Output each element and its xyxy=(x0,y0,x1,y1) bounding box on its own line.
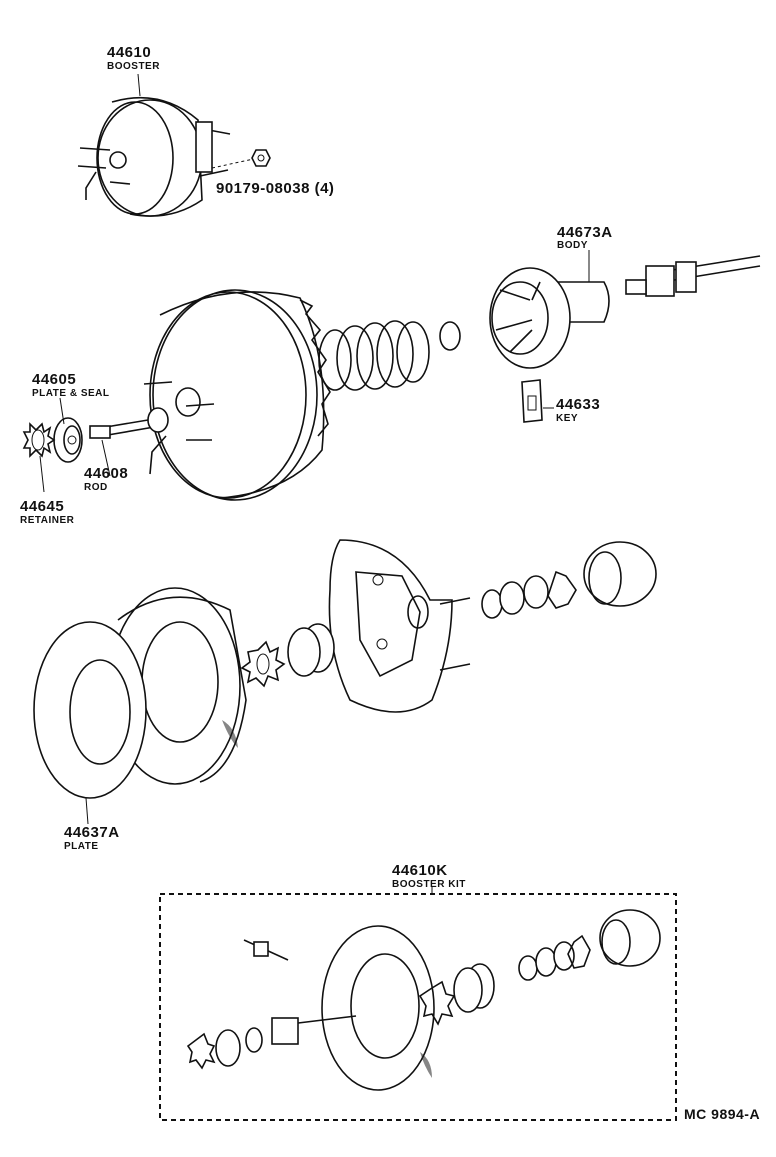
valve-plunger-part xyxy=(625,255,761,297)
rod-part-number: 44608 xyxy=(84,465,129,482)
body-part-name: BODY xyxy=(557,240,588,251)
retainer-seal-middle xyxy=(240,623,335,688)
booster-kit-part-number: 44610K xyxy=(392,862,448,879)
leader-lines xyxy=(39,73,590,894)
plate-seal-part-number: 44605 xyxy=(32,371,77,388)
booster-kit-frame xyxy=(159,893,677,1121)
rod-part xyxy=(89,407,169,439)
rod-part-name: ROD xyxy=(84,482,108,493)
key-part xyxy=(521,379,543,423)
body-part xyxy=(489,267,610,369)
booster-part-name: BOOSTER xyxy=(107,61,160,72)
plate-part-number: 44637A xyxy=(64,824,120,841)
spring-part xyxy=(318,320,430,391)
booster-kit-contents xyxy=(186,909,661,1091)
diaphragm-set xyxy=(481,541,657,619)
retainer-part-name: RETAINER xyxy=(20,515,75,526)
key-part-name: KEY xyxy=(556,413,579,424)
booster-kit-part-name: BOOSTER KIT xyxy=(392,879,466,890)
booster-rear-shell xyxy=(328,539,471,713)
plate-and-seal-part xyxy=(53,417,83,463)
booster-part-number: 44610 xyxy=(107,44,152,61)
plate-part xyxy=(33,587,247,799)
seal-ring xyxy=(439,321,461,351)
booster-assembly-small xyxy=(77,96,271,217)
body-part-number: 44673A xyxy=(557,224,613,241)
plate-part-name: PLATE xyxy=(64,841,99,852)
nut-part-number: 90179-08038 (4) xyxy=(216,180,335,197)
plate-seal-part-name: PLATE & SEAL xyxy=(32,388,110,399)
retainer-part xyxy=(22,422,56,458)
figure-code: MC 9894-A xyxy=(684,1106,761,1122)
retainer-part-number: 44645 xyxy=(20,498,65,515)
key-part-number: 44633 xyxy=(556,396,601,413)
booster-front-shell xyxy=(143,289,331,501)
